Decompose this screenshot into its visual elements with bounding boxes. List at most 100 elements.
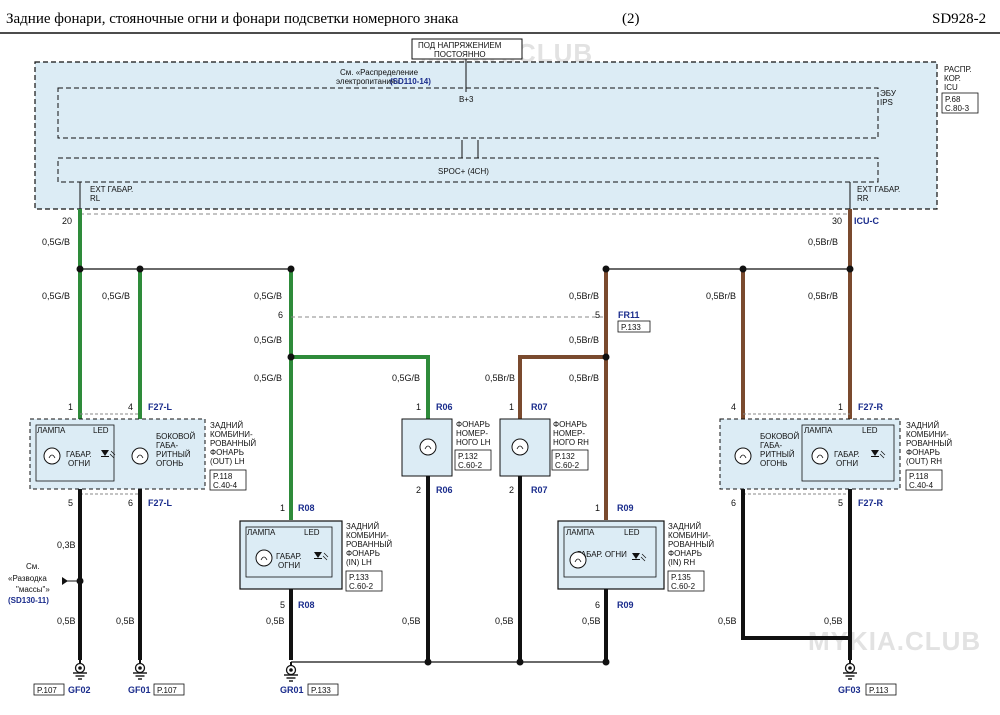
r07-bottom: R07 bbox=[531, 485, 548, 495]
ips-label-2: IPS bbox=[880, 98, 893, 107]
out-lh-lamp: ЛАМПА bbox=[37, 426, 66, 435]
svg-text:ЗАДНИЙ: ЗАДНИЙ bbox=[906, 421, 939, 430]
plate-lh-label: ФОНАРЬ НОМЕР- НОГО LH bbox=[456, 420, 491, 447]
svg-text:РОВАННЫЙ: РОВАННЫЙ bbox=[668, 540, 714, 549]
f27l-top: F27-L bbox=[148, 402, 173, 412]
in-rh-gabar: ГАБАР. ОГНИ bbox=[577, 550, 627, 559]
in-rh-label: ЗАДНИЙ КОМБИНИ- РОВАННЫЙ ФОНАРЬ (IN) RH bbox=[668, 522, 714, 567]
svg-text:НОГО LH: НОГО LH bbox=[456, 438, 491, 447]
power-label-line-1: ПОД НАПРЯЖЕНИЕМ bbox=[418, 41, 502, 50]
out-rh-ref-1: P.118 bbox=[909, 472, 929, 481]
ground-note: См. «Разводка "массы"» (SD130-11) bbox=[8, 562, 50, 605]
junction-ref-2: C.80-3 bbox=[945, 104, 970, 113]
ground-gr01-icon bbox=[283, 661, 299, 682]
out-lh-ref-1: P.118 bbox=[213, 472, 233, 481]
svg-text:ФОНАРЬ: ФОНАРЬ bbox=[668, 549, 702, 558]
in-rh-lamp: ЛАМПА bbox=[566, 528, 595, 537]
svg-text:См.: См. bbox=[26, 562, 40, 571]
ground-gf01-icon bbox=[132, 659, 148, 680]
svg-text:БОКОВОЙ: БОКОВОЙ bbox=[760, 432, 799, 441]
out-lh-gabar-1: ГАБАР. bbox=[66, 450, 92, 459]
in-lh-lamp: ЛАМПА bbox=[247, 528, 276, 537]
gf02-ref: P.107 bbox=[37, 686, 57, 695]
ground-junction-dots bbox=[424, 658, 610, 666]
r08-top: R08 bbox=[298, 503, 315, 513]
svg-text:КОМБИНИ-: КОМБИНИ- bbox=[210, 430, 253, 439]
svg-text:ЗАДНИЙ: ЗАДНИЙ bbox=[210, 421, 243, 430]
in-lh-led: LED bbox=[304, 528, 320, 537]
junction-label-3: ICU bbox=[944, 83, 958, 92]
power-label-box bbox=[411, 38, 523, 60]
svg-text:НОГО RH: НОГО RH bbox=[553, 438, 589, 447]
svg-text:"массы"»: "массы"» bbox=[16, 585, 50, 594]
junction-ref-box bbox=[941, 92, 979, 114]
svg-text:КОМБИНИ-: КОМБИНИ- bbox=[346, 531, 389, 540]
gr01-label: GR01 bbox=[280, 685, 304, 695]
plate-rh-bulb-icon bbox=[511, 438, 529, 456]
diagram-code: SD928-2 bbox=[932, 11, 986, 27]
svg-text:(IN) LH: (IN) LH bbox=[346, 558, 372, 567]
plate-rh-ref-box bbox=[551, 449, 589, 471]
wire-label-plate-lh: 0,5G/B bbox=[392, 373, 420, 383]
out-rh-led: LED bbox=[862, 426, 878, 435]
in-lh-ref-1: P.133 bbox=[349, 573, 369, 582]
ground-gf03-icon bbox=[842, 659, 858, 680]
out-rh-gabar-2: ОГНИ bbox=[836, 459, 858, 468]
icu-junction-box bbox=[34, 61, 938, 210]
svg-text:(SD130-11): (SD130-11) bbox=[8, 596, 49, 605]
side-lh-label: БОКОВОЙ ГАБА- РИТНЫЙ ОГОНЬ bbox=[156, 432, 195, 468]
out-lh-label: ЗАДНИЙ КОМБИНИ- РОВАННЫЙ ФОНАРЬ (OUT) LH bbox=[210, 421, 256, 466]
r06-bottom: R06 bbox=[436, 485, 453, 495]
plate-lh-ref-box bbox=[454, 449, 492, 471]
fr11-ref: P.133 bbox=[621, 323, 641, 332]
spoc-box bbox=[57, 157, 879, 183]
svg-text:ГАБА-: ГАБА- bbox=[156, 441, 179, 450]
svg-text:РОВАННЫЙ: РОВАННЫЙ bbox=[906, 439, 952, 448]
svg-text:(OUT) RH: (OUT) RH bbox=[906, 457, 942, 466]
plate-rh-pin-1: 1 bbox=[509, 402, 514, 412]
side-rh-bulb-icon bbox=[734, 447, 752, 465]
wire-label-in-rh-gnd: 0,5B bbox=[582, 616, 601, 626]
out-rh-ref-2: C.40-4 bbox=[909, 481, 934, 490]
see-distribution-1: См. «Распределение bbox=[340, 68, 419, 77]
svg-text:ОГОНЬ: ОГОНЬ bbox=[156, 459, 183, 468]
gf03-ref: P.113 bbox=[869, 686, 889, 695]
in-lh-pin-1: 1 bbox=[280, 503, 285, 513]
out-rh-pin-1: 1 bbox=[838, 402, 843, 412]
wire-label-gf01: 0,5B bbox=[116, 616, 135, 626]
side-lh-pin-6: 6 bbox=[128, 498, 133, 508]
svg-text:ГАБА-: ГАБА- bbox=[760, 441, 783, 450]
svg-text:ЗАДНИЙ: ЗАДНИЙ bbox=[346, 522, 379, 531]
wire-label-out-rh: 0,5Br/B bbox=[808, 291, 838, 301]
ips-ecu-box bbox=[57, 87, 879, 139]
out-left-label-1: EXT ГАБАР. bbox=[90, 185, 133, 194]
out-lh-ref-box bbox=[209, 469, 247, 491]
wire-label-side-rh-gnd: 0,5B bbox=[718, 616, 737, 626]
fr11-ref-box bbox=[617, 320, 651, 333]
wire-label-in-rh-low: 0,5Br/B bbox=[569, 373, 599, 383]
out-rh-ref-box bbox=[905, 469, 943, 491]
plate-rh-ref-1: P.132 bbox=[555, 452, 575, 461]
in-rh-bulb-icon bbox=[569, 551, 587, 569]
junction-ref-1: P.68 bbox=[945, 95, 961, 104]
plate-lh-bulb-icon bbox=[419, 438, 437, 456]
r06-top: R06 bbox=[436, 402, 453, 412]
wire-label-plate-rh-gnd: 0,5B bbox=[495, 616, 514, 626]
power-label-line-2: ПОСТОЯННО bbox=[434, 50, 486, 59]
gf02-label: GF02 bbox=[68, 685, 91, 695]
out-lh-gabar-2: ОГНИ bbox=[68, 459, 90, 468]
out-lh-inner bbox=[35, 424, 115, 482]
out-lh-bulb-icon bbox=[43, 447, 61, 465]
side-rh-label: БОКОВОЙ ГАБА- РИТНЫЙ ОГОНЬ bbox=[760, 432, 799, 468]
side-lh-bulb-icon bbox=[131, 447, 149, 465]
svg-text:РОВАННЫЙ: РОВАННЫЙ bbox=[346, 540, 392, 549]
junction-label-1: РАСПР. bbox=[944, 65, 972, 74]
see-distribution-2: электропитания» bbox=[336, 77, 400, 86]
brown-wires bbox=[518, 209, 852, 520]
svg-text:ФОНАРЬ: ФОНАРЬ bbox=[346, 549, 380, 558]
wire-label-in-lh-mid: 0,5G/B bbox=[254, 335, 282, 345]
out-rh-lamp: ЛАМПА bbox=[804, 426, 833, 435]
green-wires bbox=[78, 209, 430, 520]
in-lh-label: ЗАДНИЙ КОМБИНИ- РОВАННЫЙ ФОНАРЬ (IN) LH bbox=[346, 522, 392, 567]
